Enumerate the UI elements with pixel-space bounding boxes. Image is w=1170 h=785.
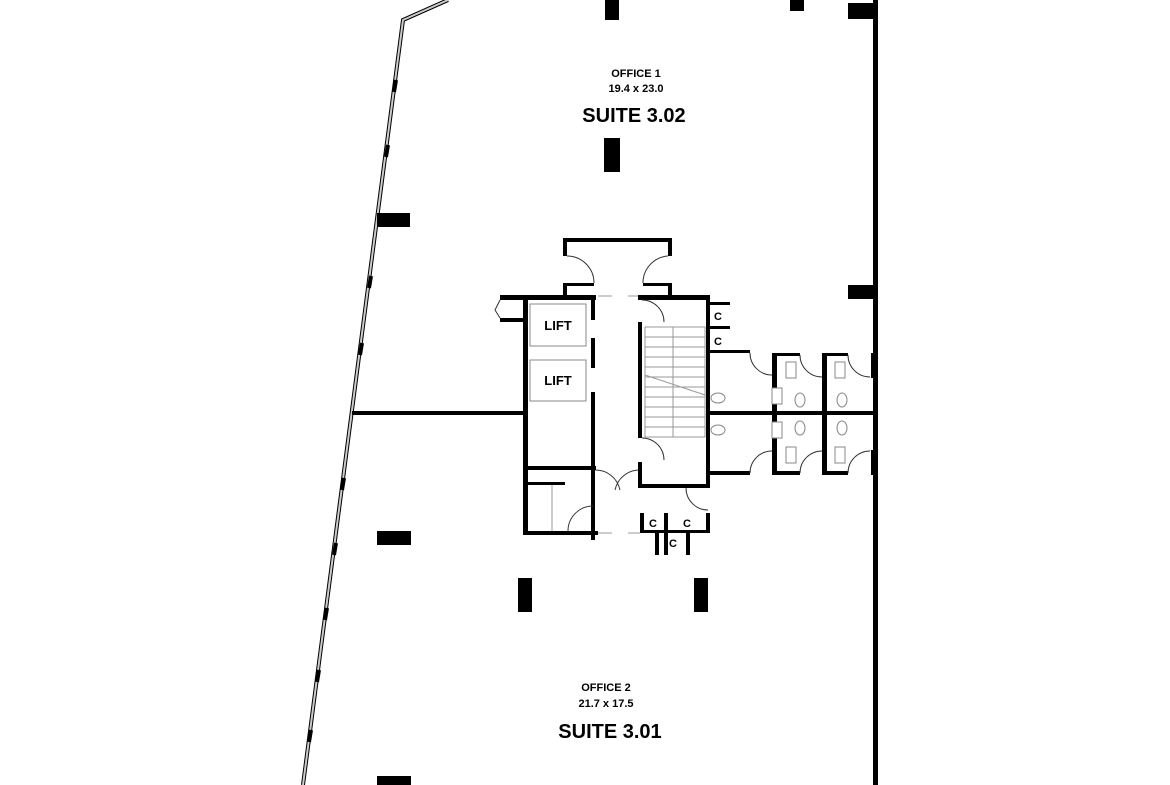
room-name: OFFICE 1 (611, 68, 661, 80)
lift-car-2 (529, 359, 587, 402)
cupboard-label: C (683, 518, 691, 530)
office-1-label: OFFICE 1 19.4 x 23.0 SUITE 3.02 (582, 68, 685, 127)
lift-label: LIFT (544, 318, 571, 333)
sanitary-fixtures (710, 361, 848, 464)
partition-wall (352, 411, 524, 415)
office-2-label: OFFICE 2 21.7 x 17.5 SUITE 3.01 (558, 682, 661, 743)
cupboard-label: C (714, 336, 722, 348)
room-dimensions: 21.7 x 17.5 (578, 698, 633, 710)
cupboard-label: C (669, 538, 677, 550)
room-name: OFFICE 2 (581, 682, 631, 694)
suite-label: SUITE 3.01 (558, 721, 661, 743)
stair (644, 326, 706, 438)
cupboard-label: C (649, 518, 657, 530)
room-dimensions: 19.4 x 23.0 (608, 83, 663, 95)
suite-label: SUITE 3.02 (582, 105, 685, 127)
lift-car-1 (529, 303, 587, 347)
columns (377, 0, 876, 785)
curtain-wall (301, 0, 449, 785)
lift-label: LIFT (544, 373, 571, 388)
cupboard-label: C (714, 311, 722, 323)
building-core: LIFT LIFT C C (494, 238, 876, 555)
exterior-wall (873, 0, 878, 785)
